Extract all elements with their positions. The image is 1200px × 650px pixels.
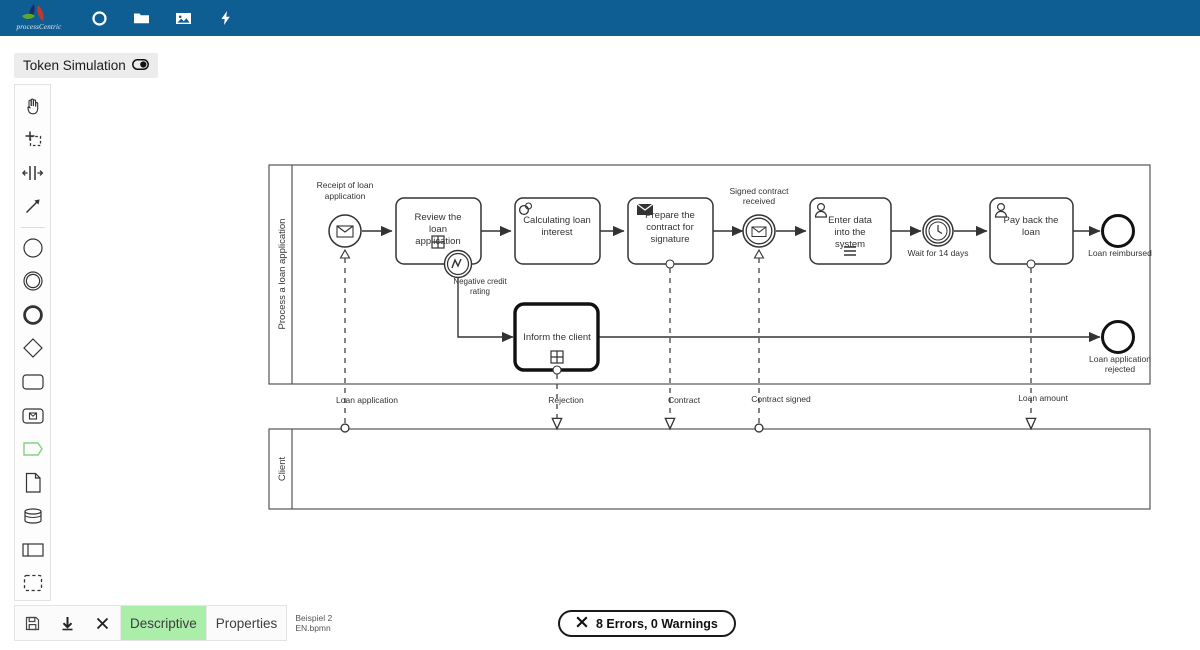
tab-descriptive[interactable]: Descriptive [120, 606, 206, 640]
message-flow-endpoint [1026, 259, 1036, 269]
task-inform-client-label: Inform the client [523, 332, 591, 343]
toggle-icon [131, 57, 149, 75]
list-marker-icon [844, 246, 856, 256]
app-header: processCentric [0, 0, 1200, 36]
send-task-icon [636, 203, 654, 215]
data-object-icon[interactable] [15, 432, 50, 466]
message-flows [340, 258, 1037, 433]
token-simulation-toggle[interactable]: Token Simulation [14, 53, 158, 78]
end-event-loan-rejected[interactable]: Loan application rejected [1089, 320, 1151, 375]
save-icon[interactable] [15, 606, 50, 640]
space-tool-icon[interactable] [15, 156, 50, 190]
pool-client[interactable]: Client [268, 428, 1151, 510]
user-task-icon [814, 202, 828, 218]
lightning-icon[interactable] [208, 0, 242, 36]
bottom-toolbar[interactable]: Descriptive Properties [14, 605, 288, 641]
status-badge[interactable]: 8 Errors, 0 Warnings [558, 610, 736, 637]
timer-event-label: Wait for 14 days [907, 248, 968, 258]
end-event-loan-reimbursed[interactable]: Loan reimbursed [1088, 214, 1152, 259]
intermediate-event-icon[interactable] [15, 265, 50, 299]
gateway-icon[interactable] [15, 332, 50, 366]
message-icon [336, 225, 354, 238]
end-event-loan-reimbursed-label: Loan reimbursed [1088, 248, 1152, 258]
end-event-loan-rejected-label-1: Loan application [1089, 354, 1151, 364]
circle-icon[interactable] [82, 0, 116, 36]
tab-properties[interactable]: Properties [205, 606, 287, 640]
user-task-icon [994, 202, 1008, 218]
global-connect-tool-icon[interactable] [15, 190, 50, 224]
start-event-icon[interactable] [15, 231, 50, 265]
download-icon[interactable] [50, 606, 85, 640]
intermediate-event-wait[interactable]: Wait for 14 days [907, 215, 969, 258]
task-review-loan[interactable]: Review theloanapplication Negative credi… [395, 197, 508, 297]
bpmn-canvas[interactable]: Process a loan application Client Receip… [0, 84, 1200, 599]
hand-tool-icon[interactable] [15, 89, 50, 123]
token-simulation-label: Token Simulation [23, 58, 126, 73]
brand-name: processCentric [16, 23, 62, 31]
end-event-icon[interactable] [15, 298, 50, 332]
lasso-tool-icon[interactable] [15, 123, 50, 157]
pool-client-label: Client [277, 456, 288, 481]
message-flow-endpoint [552, 365, 562, 375]
bpmn-palette[interactable] [14, 84, 51, 601]
message-flow-label-loan-application: Loan application [336, 395, 398, 405]
folder-icon[interactable] [124, 0, 158, 36]
close-icon[interactable] [85, 606, 120, 640]
message-flow-labels: Loan application Rejection Contract Cont… [336, 393, 1068, 405]
message-flow-label-contract: Contract [668, 395, 701, 405]
message-flow-label-contract-signed: Contract signed [751, 394, 811, 404]
subprocess-marker-icon [431, 235, 445, 249]
image-icon[interactable] [166, 0, 200, 36]
filename-label: Beispiel 2 EN.bpmn [295, 613, 333, 633]
data-store-icon[interactable] [15, 499, 50, 533]
palette-divider [20, 227, 45, 229]
status-badge-text: 8 Errors, 0 Warnings [596, 616, 718, 631]
task-icon[interactable] [15, 365, 50, 399]
brand-logo[interactable]: processCentric [8, 0, 66, 36]
group-icon[interactable] [15, 566, 50, 600]
bottom-bar: Descriptive Properties Beispiel 2 EN.bpm… [14, 605, 343, 641]
subprocess-expanded-icon[interactable] [15, 399, 50, 433]
sequence-flows [362, 225, 1101, 343]
pool-process-label: Process a loan application [277, 219, 288, 330]
logo-mark-icon [22, 4, 44, 21]
business-rule-icon [518, 202, 533, 216]
end-event-loan-rejected-label-2: rejected [1105, 364, 1136, 374]
message-flow-label-rejection: Rejection [548, 395, 584, 405]
message-flow-endpoint [665, 259, 675, 269]
subprocess-marker-icon [550, 350, 564, 364]
task-inform-client[interactable]: Inform the client [513, 302, 600, 375]
data-object-reference-icon[interactable] [15, 466, 50, 500]
x-icon [576, 615, 588, 633]
participant-icon[interactable] [15, 533, 50, 567]
message-icon [751, 226, 767, 237]
message-flow-label-loan-amount: Loan amount [1018, 393, 1068, 403]
